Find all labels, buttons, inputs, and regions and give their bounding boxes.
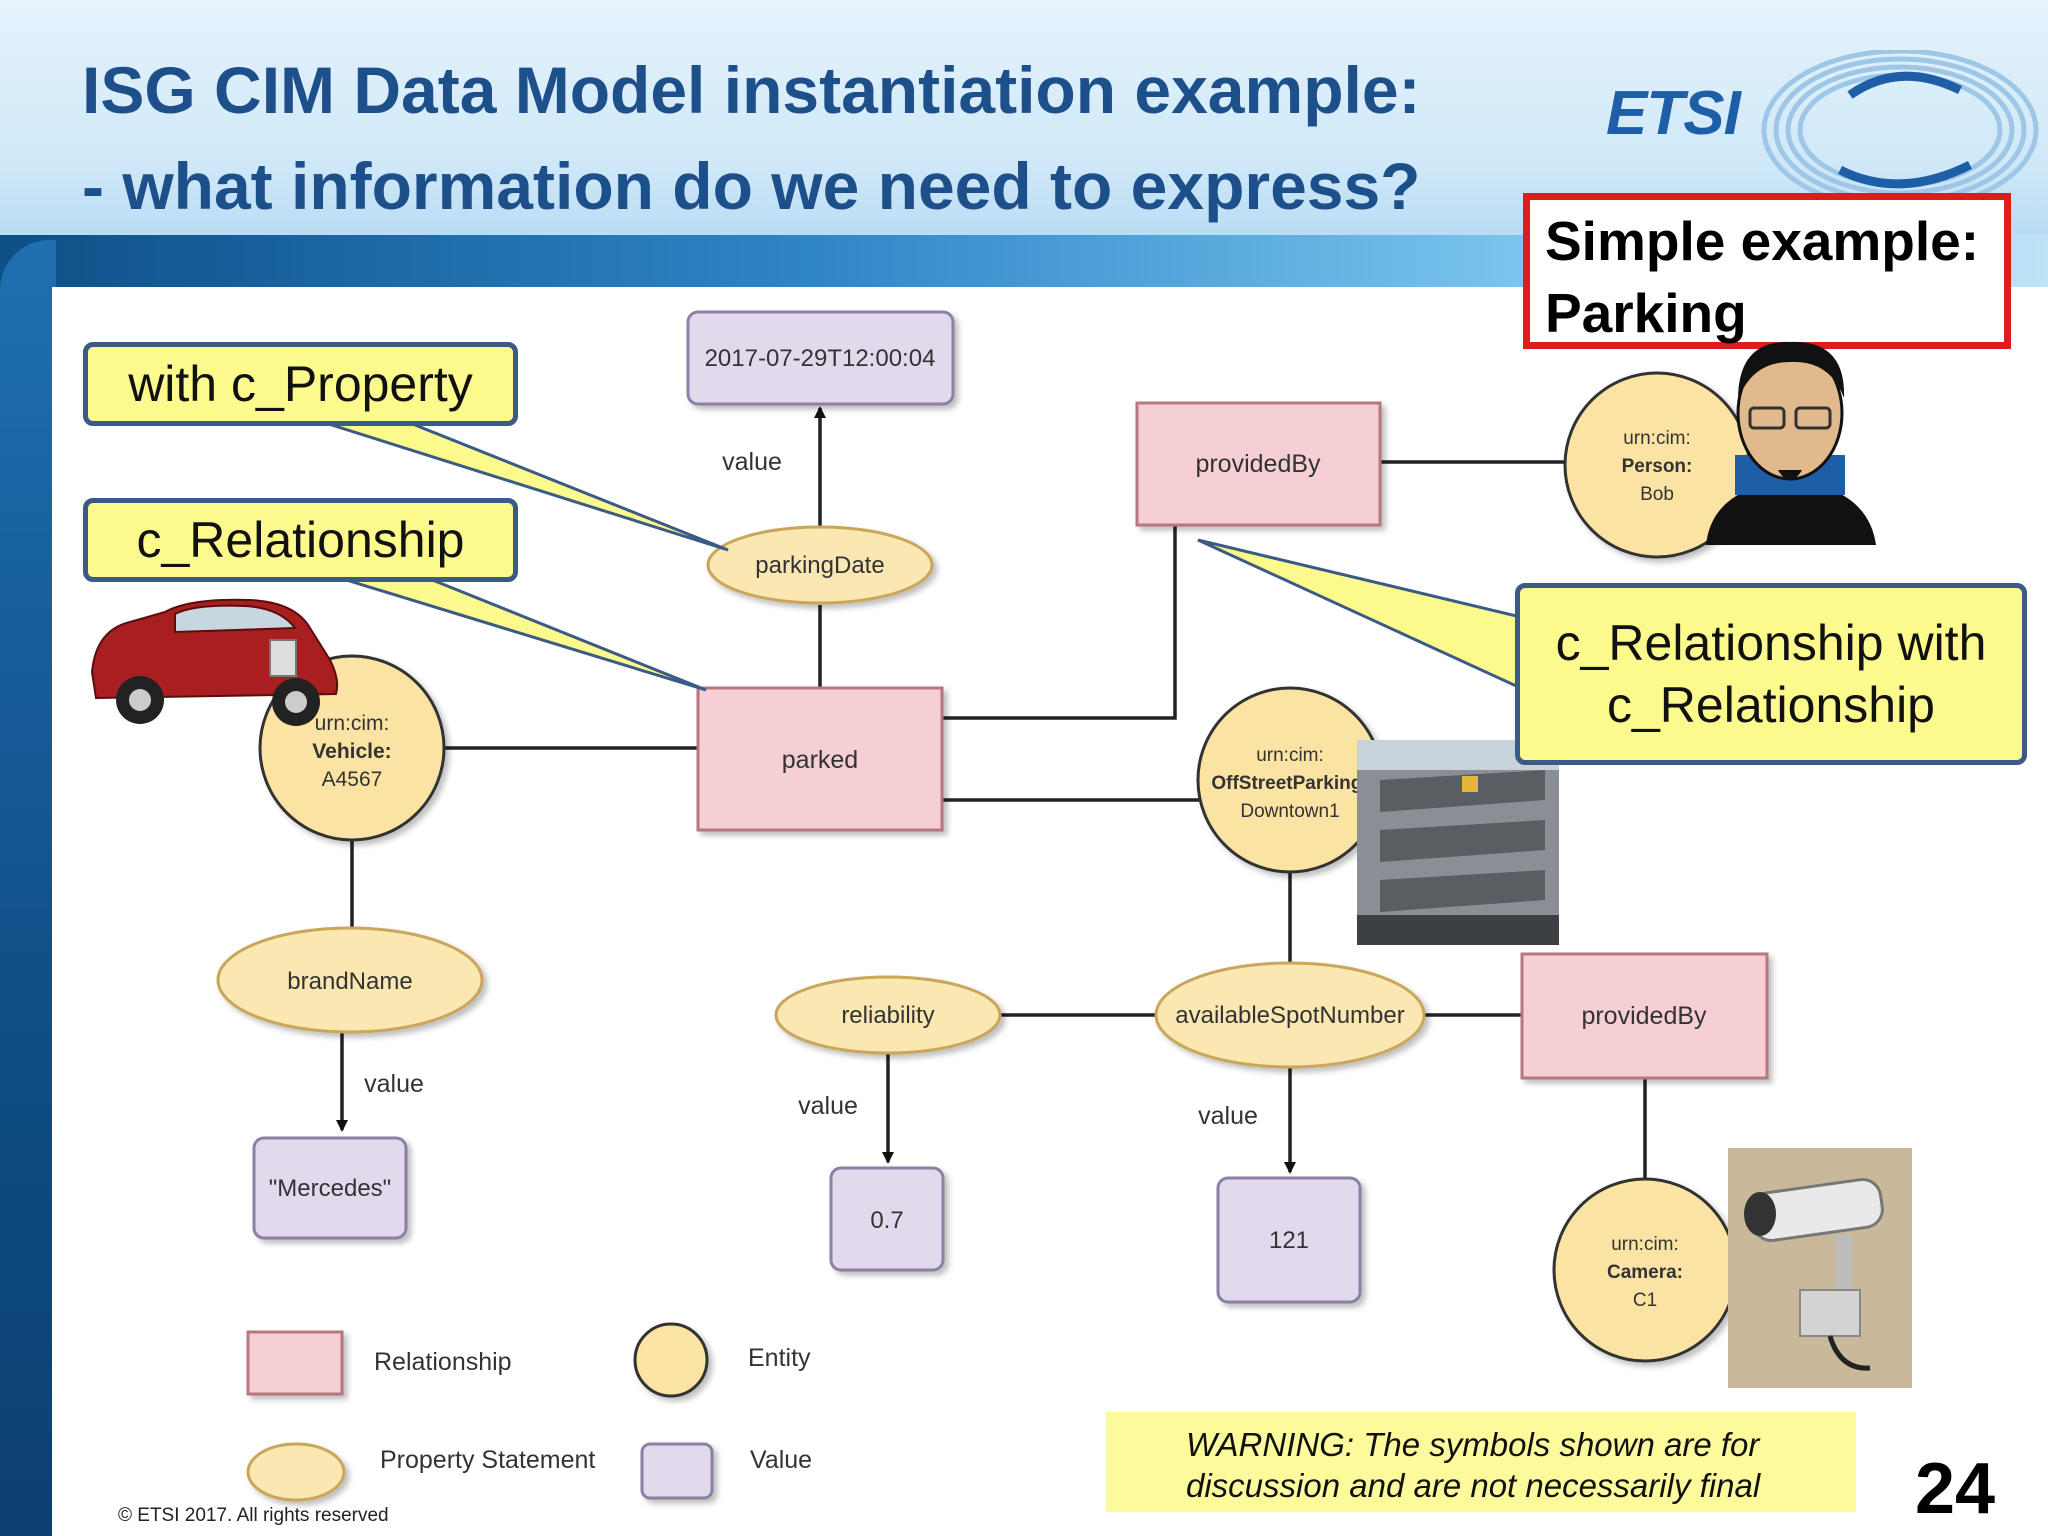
security-camera-image [1728, 1148, 1912, 1388]
spot-value-node [1216, 1176, 1362, 1304]
copyright-text: © ETSI 2017. All rights reserved [118, 1505, 389, 1526]
brand-name-text: brandName [287, 968, 412, 995]
legend-property-label: Property Statement [380, 1446, 596, 1474]
legend-value-swatch [640, 1442, 714, 1500]
simple-example-box [1523, 193, 2011, 349]
reliability-node [774, 975, 1002, 1055]
etsi-logo-text: ETSI [1606, 79, 1741, 148]
vehicle-line1: urn:cim: [315, 712, 390, 735]
person-avatar-image [1706, 341, 1876, 545]
edge-label-rel-value: value [798, 1092, 858, 1120]
person-line3: Bob [1640, 484, 1674, 505]
provided-by-top-text: providedBy [1195, 450, 1321, 478]
edge-parked-providedby [942, 525, 1177, 720]
slide-title: ISG CIM Data Model instantiation example… [82, 53, 1421, 223]
callout-with-property: with c_Property [83, 342, 518, 426]
brand-name-node [216, 926, 484, 1034]
legend-property-swatch [246, 1442, 346, 1502]
parking-date-node [706, 525, 934, 605]
vehicle-line3: A4567 [322, 768, 383, 791]
provided-by-top-node [1135, 401, 1382, 527]
edge-label-spot-value: value [1198, 1102, 1258, 1130]
date-value-text: 2017-07-29T12:00:04 [705, 345, 936, 372]
parking-garage-image [1357, 740, 1559, 945]
legend-relationship-label: Relationship [374, 1348, 512, 1376]
parking-date-text: parkingDate [755, 552, 884, 579]
edge-label-date-value: value [722, 448, 782, 476]
car-image [90, 598, 339, 726]
person-line1: urn:cim: [1623, 428, 1691, 449]
spot-value-text: 121 [1269, 1227, 1309, 1254]
callout-relationship: c_Relationship [83, 498, 518, 582]
mercedes-value-node [252, 1136, 408, 1240]
provided-by-bottom-node [1520, 952, 1769, 1080]
mercedes-value-text: "Mercedes" [269, 1175, 391, 1202]
date-value-node [686, 310, 955, 406]
legend-relationship-swatch [246, 1330, 344, 1396]
person-line2: Person: [1622, 456, 1693, 477]
left-frame-bar [0, 240, 56, 1536]
vehicle-line2: Vehicle: [312, 740, 391, 763]
legend-entity-swatch [633, 1322, 709, 1398]
parked-node [696, 686, 944, 832]
provided-by-bottom-text: providedBy [1581, 1002, 1707, 1030]
reliability-text: reliability [841, 1002, 934, 1029]
reliability-value-node [829, 1166, 945, 1272]
offstreet-line2: OffStreetParking: [1211, 773, 1368, 794]
offstreet-line1: urn:cim: [1256, 745, 1324, 766]
page-number: 24 [1915, 1449, 1996, 1529]
legend-entity-label: Entity [748, 1344, 811, 1372]
edge-label-brand-value: value [364, 1070, 424, 1098]
simple-example-text: Simple example: Parking [1545, 210, 1980, 344]
offstreet-line3: Downtown1 [1240, 801, 1339, 822]
camera-line1: urn:cim: [1611, 1234, 1679, 1255]
warning-box: WARNING: The symbols shown are for discu… [1106, 1412, 1856, 1512]
reliability-value-text: 0.7 [870, 1207, 903, 1234]
parked-text: parked [782, 746, 858, 774]
callout-pointer-rel-with-rel [1197, 538, 1527, 693]
available-spot-node [1154, 961, 1426, 1069]
available-spot-text: availableSpotNumber [1175, 1002, 1404, 1029]
camera-line3: C1 [1633, 1290, 1657, 1311]
legend-value-label: Value [750, 1446, 813, 1474]
camera-line2: Camera: [1607, 1262, 1683, 1283]
callout-rel-with-rel: c_Relationship with c_Relationship [1515, 583, 2027, 765]
